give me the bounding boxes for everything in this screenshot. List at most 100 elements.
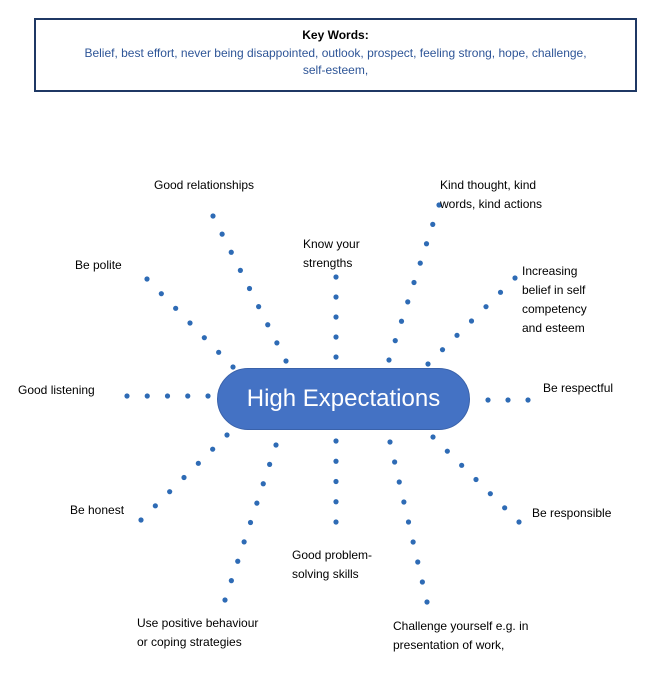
spoke-dot-increasing-belief	[512, 275, 518, 281]
label-be-polite: Be polite	[75, 258, 122, 272]
label-line: Increasing	[522, 264, 578, 278]
label-line: belief in self	[522, 283, 586, 297]
spoke-dot-use-positive-behaviour	[260, 481, 266, 487]
spoke-dot-be-polite	[173, 305, 179, 311]
spoke-dot-challenge-yourself	[424, 599, 430, 605]
label-be-honest: Be honest	[70, 503, 125, 517]
spoke-dot-be-respectful	[485, 397, 491, 403]
spoke-dot-good-listening	[185, 393, 191, 399]
label-line: presentation of work,	[393, 638, 505, 652]
label-be-responsible: Be responsible	[532, 506, 612, 520]
spoke-dot-be-polite	[216, 349, 222, 355]
label-line: words, kind actions	[440, 197, 543, 211]
spoke-dot-be-honest	[224, 432, 230, 438]
label-line: solving skills	[292, 567, 359, 581]
key-words-title: Key Words:	[302, 28, 369, 42]
spoke-dot-be-responsible	[459, 462, 465, 468]
label-line: competency	[522, 302, 587, 316]
spoke-dot-challenge-yourself	[392, 459, 398, 465]
spoke-dot-be-honest	[167, 489, 173, 495]
spoke-dot-challenge-yourself	[410, 539, 416, 545]
spoke-dot-good-relationships	[219, 231, 225, 237]
label-be-respectful: Be respectful	[543, 381, 614, 395]
spoke-dot-be-responsible	[502, 505, 508, 511]
spoke-dot-know-your-strengths	[333, 354, 339, 360]
spoke-dot-good-relationships	[237, 267, 243, 273]
label-good-relationships: Good relationships	[154, 178, 255, 192]
spoke-dot-challenge-yourself	[405, 519, 412, 525]
label-line: strengths	[303, 256, 353, 270]
spoke-dot-be-responsible	[516, 519, 522, 525]
spoke-dot-kind	[430, 221, 436, 227]
spoke-dot-be-polite	[187, 320, 193, 326]
spoke-dot-challenge-yourself	[387, 439, 393, 445]
spoke-dot-be-polite	[230, 364, 236, 370]
spoke-dot-be-responsible	[444, 448, 450, 454]
spoke-dot-use-positive-behaviour	[228, 578, 234, 584]
spoke-dot-challenge-yourself	[415, 559, 421, 565]
label-line: and esteem	[522, 321, 585, 335]
central-node: High Expectations	[217, 368, 470, 430]
spoke-dot-good-relationships	[256, 304, 262, 310]
spoke-dot-increasing-belief	[454, 332, 460, 338]
label-line: Challenge yourself e.g. in	[393, 619, 529, 633]
spoke-dot-good-problem-solving	[333, 499, 339, 505]
spoke-dot-use-positive-behaviour	[222, 597, 228, 603]
spoke-dot-good-problem-solving	[333, 438, 339, 444]
spoke-dot-good-listening	[144, 393, 150, 399]
spoke-dot-be-honest	[181, 474, 187, 481]
label-line: Good problem-	[292, 548, 373, 562]
spoke-dot-good-problem-solving	[333, 478, 339, 485]
spoke-dot-use-positive-behaviour	[235, 558, 241, 564]
spoke-dot-increasing-belief	[425, 361, 431, 367]
spoke-dot-be-respectful	[525, 397, 531, 403]
spoke-dot-good-relationships	[283, 358, 289, 364]
spoke-dot-be-polite	[144, 276, 150, 282]
label-know-your-strengths: Know your strengths	[303, 235, 360, 273]
spoke-dot-be-respectful	[505, 397, 511, 403]
spoke-dot-kind	[398, 318, 405, 324]
label-use-positive-behaviour: Use positive behaviour or coping strateg…	[137, 614, 258, 652]
key-words-box: Key Words: Belief, best effort, never be…	[34, 18, 637, 92]
spoke-dot-increasing-belief	[497, 289, 504, 295]
spoke-dot-good-relationships	[228, 249, 234, 255]
key-words-text: Belief, best effort, never being disappo…	[84, 46, 587, 77]
spoke-dot-know-your-strengths	[333, 314, 339, 320]
spoke-dot-increasing-belief	[468, 318, 475, 324]
label-line: Use positive behaviour	[137, 616, 259, 630]
spoke-dot-kind	[417, 260, 423, 266]
label-challenge-yourself: Challenge yourself e.g. in presentation …	[393, 617, 528, 655]
spoke-dot-know-your-strengths	[333, 294, 339, 300]
spoke-dot-be-polite	[201, 335, 207, 341]
label-line: or coping strategies	[137, 635, 242, 649]
spoke-dot-challenge-yourself	[396, 479, 402, 485]
label-kind: Kind thought, kind words, kind actions	[440, 176, 542, 214]
spoke-dot-use-positive-behaviour	[241, 539, 247, 545]
spoke-dot-good-relationships	[265, 322, 271, 328]
spoke-dot-good-relationships	[210, 213, 216, 219]
spoke-dot-be-polite	[158, 291, 164, 297]
spoke-dot-be-responsible	[430, 434, 436, 440]
spoke-dot-know-your-strengths	[333, 274, 339, 280]
label-increasing-belief: Increasing belief in self competency and…	[522, 262, 587, 338]
spoke-dot-good-listening	[164, 393, 171, 399]
spoke-dot-kind	[423, 241, 430, 247]
spoke-dot-use-positive-behaviour	[273, 442, 279, 448]
spoke-dot-kind	[386, 357, 392, 363]
spoke-dot-good-problem-solving	[333, 519, 339, 525]
spoke-dot-good-listening	[205, 393, 211, 399]
spoke-dot-be-honest	[210, 446, 216, 452]
label-good-problem-solving: Good problem- solving skills	[292, 546, 372, 584]
spoke-dot-know-your-strengths	[333, 334, 339, 340]
spoke-dot-be-responsible	[473, 476, 479, 483]
spoke-dot-challenge-yourself	[419, 579, 425, 585]
spoke-dot-be-responsible	[487, 491, 493, 497]
spoke-dot-kind	[405, 299, 411, 305]
spoke-dot-good-relationships	[274, 340, 280, 346]
spoke-dot-good-relationships	[246, 285, 253, 292]
spoke-dot-challenge-yourself	[401, 499, 407, 505]
spoke-dot-be-honest	[195, 460, 201, 466]
spoke-dot-good-problem-solving	[333, 458, 339, 464]
spoke-dot-be-honest	[152, 503, 158, 509]
label-line: Know your	[303, 237, 360, 251]
